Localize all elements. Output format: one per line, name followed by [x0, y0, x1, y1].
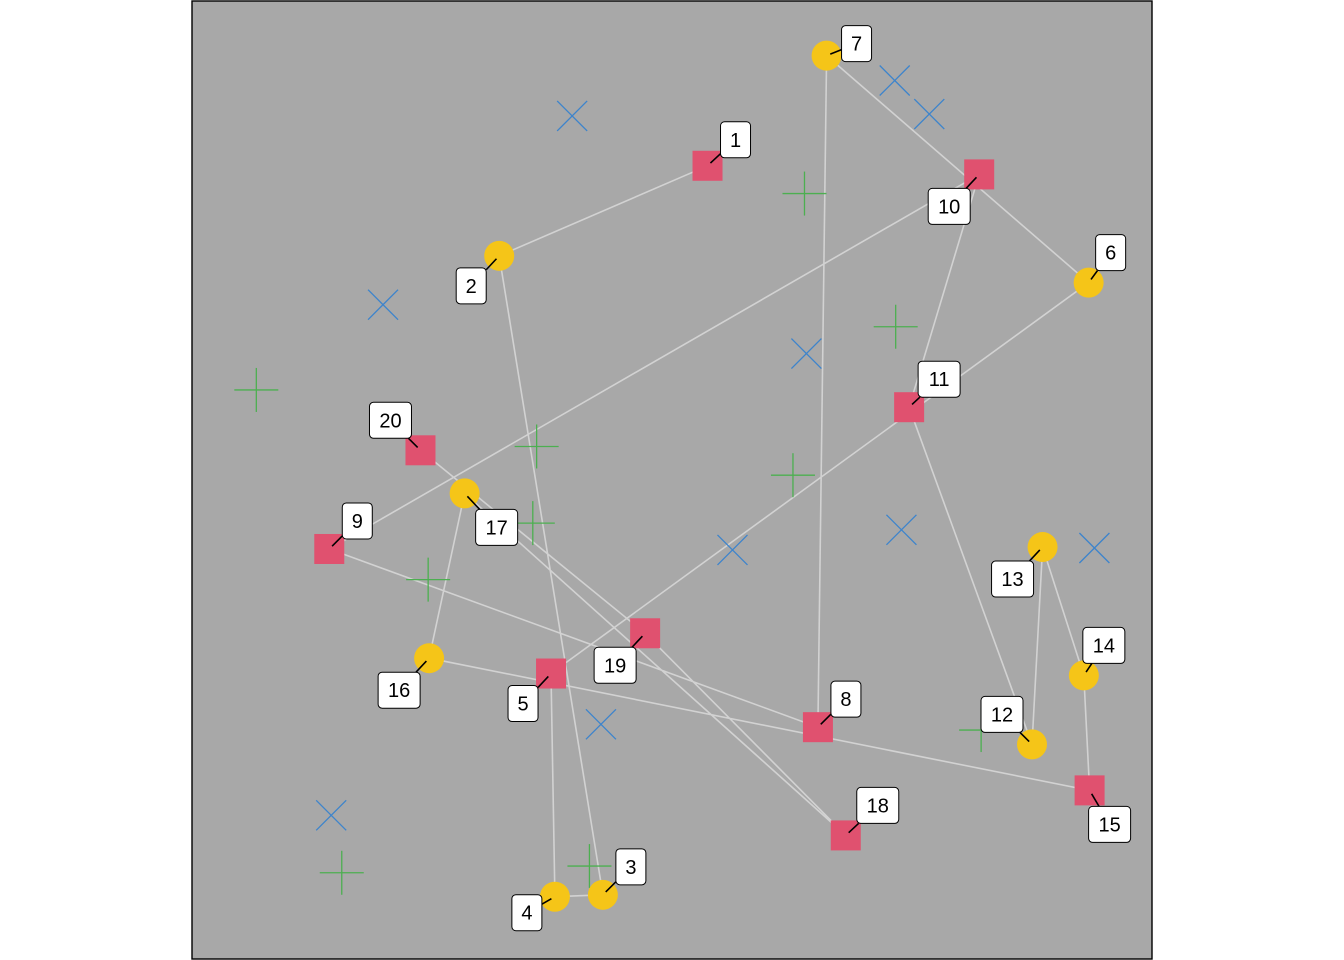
label-leader: [1090, 270, 1099, 280]
point-label-text: 19: [604, 655, 626, 677]
label-leader: [331, 535, 343, 547]
x-marker: [367, 289, 399, 321]
label-leader: [1090, 793, 1100, 807]
point-label-text: 4: [521, 903, 532, 925]
point-label-text: 5: [517, 694, 528, 716]
label-leader: [537, 675, 549, 688]
point-label: 3: [615, 848, 647, 886]
plus-marker: [514, 424, 559, 469]
x-marker: [556, 100, 588, 132]
label-leader: [407, 437, 419, 449]
circle-point: [1068, 660, 1099, 691]
label-leader: [965, 176, 978, 189]
label-leader: [911, 396, 921, 406]
x-marker: [790, 338, 822, 370]
circle-point: [1073, 267, 1104, 298]
point-label: 16: [377, 671, 421, 709]
connecting-path: [327, 53, 1091, 898]
point-label-text: 13: [1001, 569, 1023, 591]
x-marker: [585, 708, 617, 740]
x-marker-layer: [315, 65, 1110, 831]
label-leader: [485, 258, 498, 271]
plus-marker: [782, 171, 827, 216]
label-leader: [848, 822, 860, 834]
plus-marker: [406, 557, 451, 602]
plus-marker: [319, 850, 364, 895]
point-label: 8: [830, 680, 862, 718]
point-label-text: 17: [486, 517, 508, 539]
plus-marker: [234, 367, 279, 412]
label-leader: [466, 495, 481, 510]
point-label-text: 3: [625, 857, 636, 879]
point-label-text: 2: [466, 276, 477, 298]
point-label-text: 18: [867, 795, 889, 817]
point-label-text: 7: [851, 34, 862, 56]
point-label: 4: [511, 894, 543, 932]
x-marker: [717, 534, 748, 566]
point-label-text: 15: [1098, 814, 1120, 836]
plot-panel: [191, 0, 1153, 960]
point-label-text: 16: [388, 680, 410, 702]
point-label: 18: [856, 786, 900, 824]
point-label: 5: [507, 685, 539, 723]
point-label-text: 14: [1093, 635, 1115, 657]
circle-point: [811, 40, 842, 71]
point-label-text: 20: [379, 410, 401, 432]
label-leader: [709, 153, 722, 164]
square-point: [1074, 775, 1105, 806]
point-label: 11: [917, 360, 961, 398]
label-leader: [415, 660, 427, 673]
point-label-text: 11: [929, 369, 950, 391]
x-marker: [1078, 532, 1110, 564]
circle-point: [539, 881, 570, 912]
label-leader: [631, 635, 643, 648]
point-label-text: 8: [840, 689, 851, 711]
label-leader: [1085, 662, 1093, 673]
x-marker: [913, 98, 945, 130]
point-label-text: 6: [1105, 243, 1116, 265]
point-label-text: 10: [938, 196, 960, 218]
label-leader: [541, 898, 552, 905]
point-label: 14: [1082, 626, 1126, 664]
path-line: [327, 53, 1091, 898]
point-label: 10: [927, 187, 971, 225]
label-leader: [605, 881, 617, 893]
point-label: 19: [593, 646, 637, 684]
x-marker: [885, 514, 917, 546]
point-label: 2: [455, 267, 487, 305]
point-label: 13: [991, 560, 1035, 598]
point-label: 1: [720, 121, 752, 159]
label-leader: [820, 713, 832, 725]
point-label-text: 1: [730, 130, 741, 152]
label-leader: [829, 48, 842, 55]
plus-marker-layer: [234, 171, 1004, 895]
point-label: 7: [841, 25, 873, 63]
plus-marker: [567, 844, 612, 889]
point-label: 15: [1088, 805, 1132, 843]
label-leader: [1019, 731, 1030, 743]
point-label: 9: [341, 502, 373, 540]
plus-marker: [770, 453, 815, 498]
point-label: 12: [980, 695, 1024, 733]
x-marker: [879, 65, 911, 96]
point-label: 20: [368, 401, 412, 439]
x-marker: [315, 799, 347, 831]
point-label-text: 9: [352, 511, 363, 533]
point-label: 17: [475, 508, 519, 546]
label-leader: [1028, 549, 1041, 562]
point-label: 6: [1095, 234, 1127, 272]
plus-marker: [873, 304, 918, 349]
point-label-text: 12: [991, 704, 1013, 726]
